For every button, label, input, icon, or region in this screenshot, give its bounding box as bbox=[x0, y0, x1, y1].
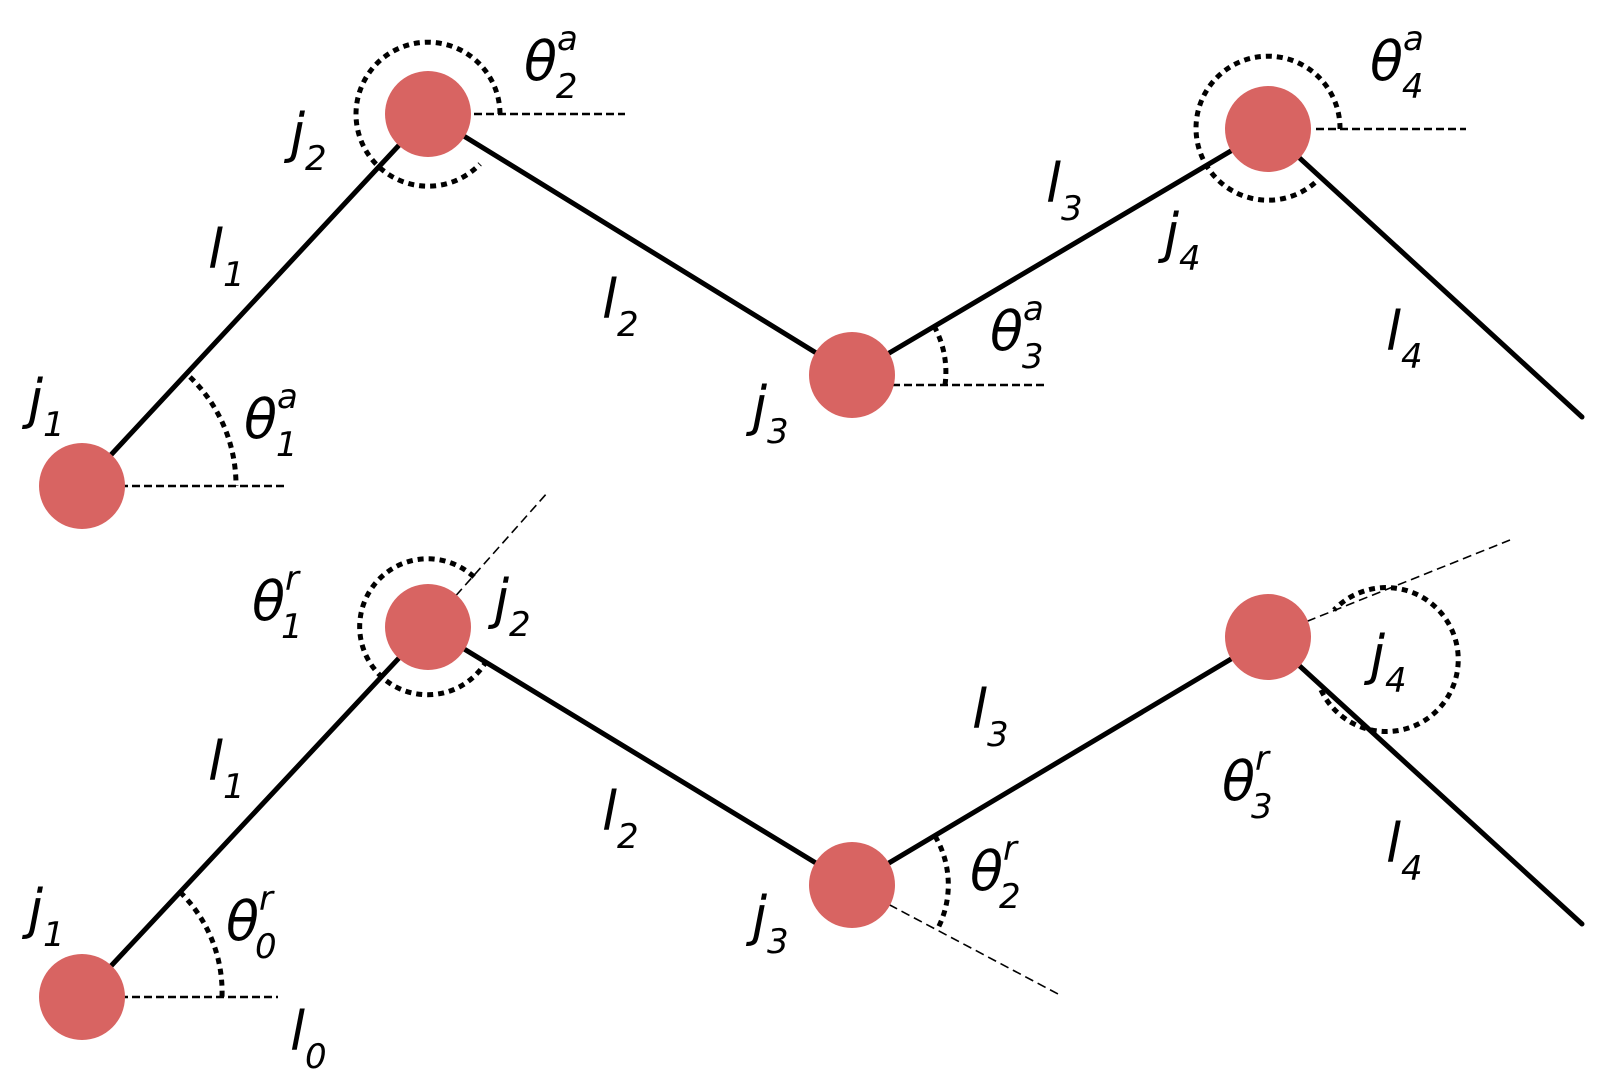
joint-j2 bbox=[385, 71, 471, 157]
label-joint-j1: j1 bbox=[21, 368, 65, 445]
joint-j4 bbox=[1225, 86, 1311, 172]
link-l2 bbox=[425, 111, 855, 378]
angle-arc-theta4 bbox=[1193, 53, 1343, 203]
label-joint-j4: j4 bbox=[1157, 202, 1201, 279]
label-link-l0: l0 bbox=[290, 1000, 327, 1072]
extension-line-l3 bbox=[1267, 539, 1511, 638]
joint-j2-bottom bbox=[385, 584, 471, 670]
joint-j3-bottom bbox=[809, 842, 895, 928]
label-joint-j2: j2 bbox=[283, 102, 327, 179]
label-joint-j2-bottom: j2 bbox=[487, 568, 531, 645]
joint-j3 bbox=[809, 332, 895, 418]
label-joint-j3-bottom: j3 bbox=[745, 885, 789, 962]
angle-arc-theta0 bbox=[178, 890, 225, 998]
joint-j4-bottom bbox=[1225, 594, 1311, 680]
link-l1 bbox=[79, 111, 431, 489]
joint-j1 bbox=[39, 443, 125, 529]
label-link-l1: l1 bbox=[208, 218, 245, 295]
label-link-l2: l2 bbox=[602, 268, 639, 345]
angle-arc-theta3 bbox=[931, 324, 949, 386]
label-link-l3: l3 bbox=[1046, 152, 1083, 229]
label-link-l3-bottom: l3 bbox=[972, 678, 1009, 755]
joint-j1-bottom bbox=[39, 954, 125, 1040]
label-joint-j1-bottom: j1 bbox=[21, 878, 65, 955]
link-l3 bbox=[849, 126, 1271, 378]
angle-arc-theta3-r bbox=[1318, 585, 1461, 734]
label-link-l4-bottom: l4 bbox=[1386, 812, 1423, 889]
link-l4 bbox=[1265, 126, 1585, 420]
label-link-l2-bottom: l2 bbox=[602, 780, 639, 857]
label-link-l1-bottom: l1 bbox=[208, 730, 245, 807]
extension-line-l2 bbox=[851, 884, 1059, 995]
angle-arc-theta1-r bbox=[357, 556, 490, 698]
label-link-l4: l4 bbox=[1386, 300, 1423, 377]
angle-arc-theta2-r bbox=[932, 834, 951, 932]
angle-arc-theta1 bbox=[188, 375, 239, 487]
label-joint-j3: j3 bbox=[745, 375, 789, 452]
angle-arc-theta2 bbox=[353, 39, 503, 189]
label-joint-j4-bottom: j4 bbox=[1363, 624, 1407, 701]
link-l4-bottom bbox=[1265, 634, 1585, 927]
link-l3-bottom bbox=[849, 634, 1271, 888]
link-l1-bottom bbox=[79, 624, 431, 1000]
link-l2-bottom bbox=[425, 624, 855, 888]
